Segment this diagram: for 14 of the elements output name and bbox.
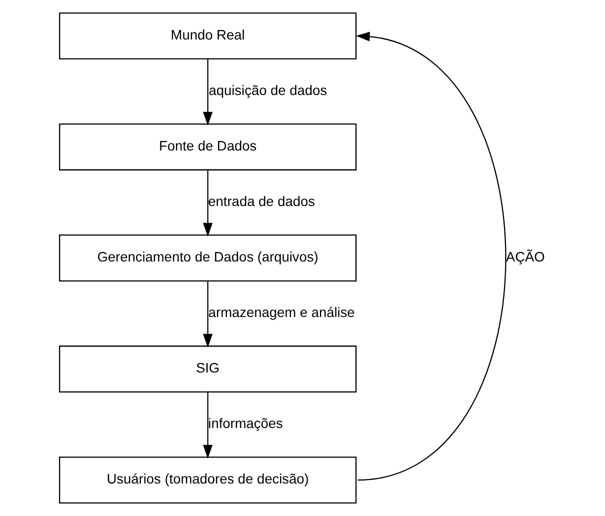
node-box: Mundo Real — [59, 12, 357, 60]
arrow — [356, 32, 506, 481]
node-box: Usuários (tomadores de decisão) — [59, 456, 357, 504]
edge-label: entrada de dados — [208, 194, 315, 210]
node-box: SIG — [59, 346, 357, 392]
arrow — [202, 281, 213, 348]
edge-label: aquisição de dados — [208, 83, 327, 98]
arrow — [202, 59, 213, 126]
node-box: Fonte de Dados — [59, 124, 357, 170]
node-box: Gerenciamento de Dados (arquivos) — [59, 234, 357, 282]
edge-label: armazenagem e análise — [208, 305, 355, 320]
arrow — [202, 392, 213, 459]
arrow — [202, 170, 213, 237]
edge-label: informações — [208, 416, 283, 432]
